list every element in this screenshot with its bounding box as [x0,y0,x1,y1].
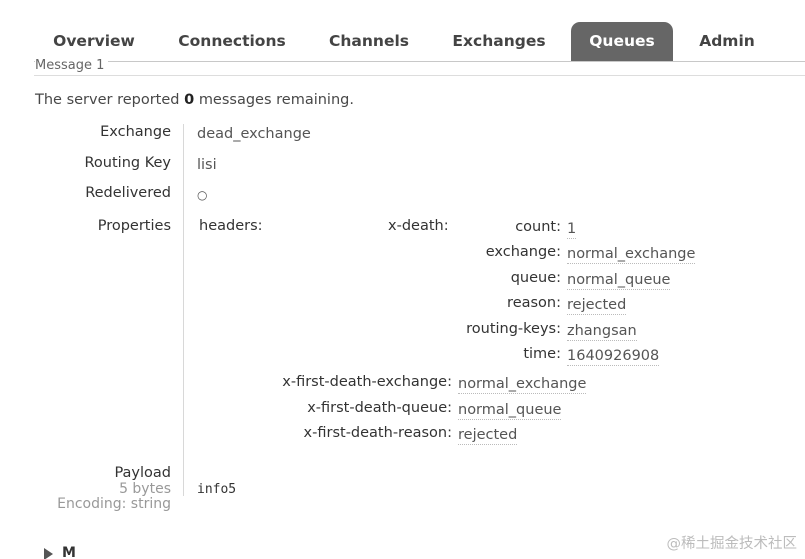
payload-content: info5 [197,482,237,497]
routing-key-value: lisi [197,157,217,173]
properties-label: Properties [97,218,171,234]
x-death-key: x-death: [388,218,449,234]
first-death-queue-value: normal_queue [458,402,562,420]
redelivered-label: Redelivered [85,185,171,201]
tab-admin[interactable]: Admin [699,32,755,50]
x-death-queue-key: queue: [510,270,561,286]
watermark-text: @稀土掘金技术社区 [666,536,798,552]
tab-overview[interactable]: Overview [53,32,135,50]
first-death-reason-key: x-first-death-reason: [303,425,452,441]
redelivered-icon: ○ [197,188,208,202]
first-death-reason-value: rejected [458,427,518,445]
x-death-queue-value: normal_queue [567,272,671,290]
payload-label: Payload [114,465,171,481]
x-death-time-value: 1640926908 [567,348,660,366]
x-death-time-key: time: [523,346,561,362]
remaining-suffix: messages remaining. [198,92,354,108]
exchange-label: Exchange [100,124,171,140]
payload-encoding: Encoding: string [57,496,171,512]
x-death-reason-value: rejected [567,297,627,315]
tab-connections[interactable]: Connections [178,32,286,50]
x-death-reason-key: reason: [507,295,561,311]
detail-column-divider [183,124,184,496]
tab-queues[interactable]: Queues [571,22,673,61]
section-heading: Message 1 [35,58,109,74]
tab-channels[interactable]: Channels [329,32,409,50]
main-nav-tabs: Overview Connections Channels Exchanges … [0,0,805,62]
x-death-routing-keys-key: routing-keys: [466,321,561,337]
first-death-exchange-value: normal_exchange [458,376,587,394]
x-death-exchange-key: exchange: [485,244,561,260]
payload-size: 5 bytes [119,481,171,497]
remaining-prefix: The server reported [35,92,180,108]
expand-arrow-icon[interactable] [44,548,53,559]
exchange-value: dead_exchange [197,126,311,142]
x-death-routing-keys-value: zhangsan [567,323,637,341]
x-death-count-key: count: [515,219,561,235]
section-divider [34,75,805,76]
routing-key-label: Routing Key [84,155,172,171]
next-section-heading[interactable]: M [62,545,76,559]
tab-exchanges[interactable]: Exchanges [452,32,546,50]
first-death-queue-key: x-first-death-queue: [307,400,452,416]
tab-divider [34,61,805,62]
remaining-count: 0 [184,92,195,108]
first-death-exchange-key: x-first-death-exchange: [282,374,452,390]
x-death-exchange-value: normal_exchange [567,246,696,264]
headers-key: headers: [199,218,263,234]
messages-remaining-text: The server reported 0 messages remaining… [35,92,354,108]
x-death-count-value: 1 [567,221,577,239]
